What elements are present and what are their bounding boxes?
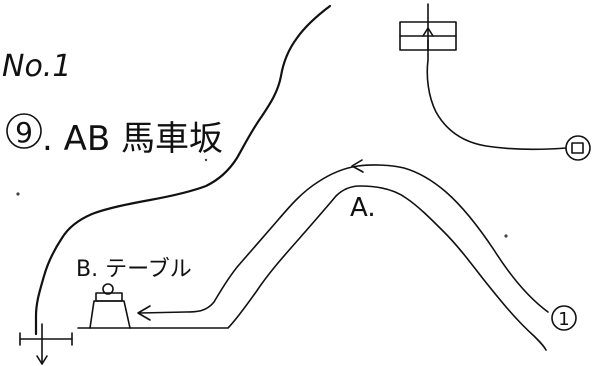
table-drawing [89, 283, 131, 329]
pencil-dot [204, 158, 208, 162]
title-circled-number: 9 [6, 113, 42, 149]
pencil-dot [504, 234, 508, 238]
route-ro-to-gate [426, 39, 567, 151]
point-b-label: B. テーブル [76, 257, 192, 282]
title-circled-number-text: 9 [15, 116, 33, 149]
boundary-line [34, 4, 332, 336]
point-a-label: A. [350, 193, 376, 223]
survey-marker-bottom-left [19, 323, 73, 365]
sheet-number-label: No.1 [2, 49, 71, 84]
marker-1-text: 1 [558, 309, 569, 330]
route-inner-arrowhead [137, 305, 151, 321]
pencil-dot [16, 192, 20, 196]
route-inner [139, 164, 549, 314]
title-text: . AB 馬車坂 [42, 119, 223, 159]
marker-1: 1 [551, 305, 577, 331]
marker-ro [565, 135, 591, 161]
route-outer [77, 185, 547, 351]
peak-arrowhead [351, 159, 364, 173]
